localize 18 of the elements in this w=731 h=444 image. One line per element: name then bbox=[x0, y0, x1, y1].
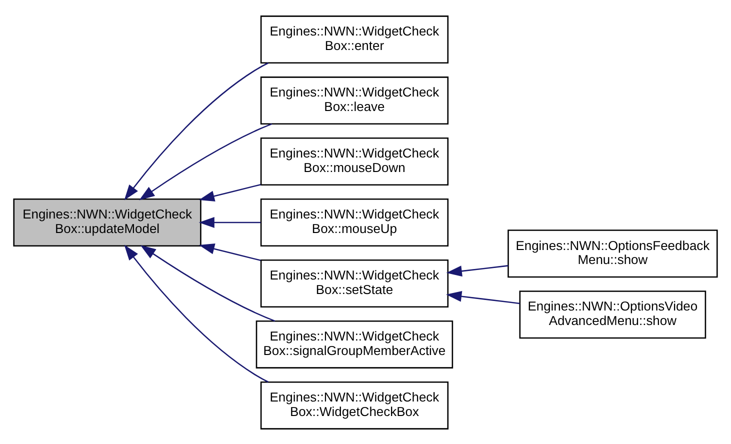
arrow bbox=[198, 216, 261, 228]
node-box: Engines::NWN::WidgetCheck Box::updateModel bbox=[13, 198, 202, 246]
node-box: Engines::NWN::OptionsFeedback Menu::show bbox=[508, 229, 718, 278]
arrow bbox=[446, 290, 520, 304]
node-box: Engines::NWN::OptionsVideo AdvancedMenu::show bbox=[519, 290, 706, 338]
node-box: Engines::NWN::WidgetCheck Box::signalGroupMemberActive bbox=[256, 320, 454, 368]
node-box: Engines::NWN::WidgetCheck Box::mouseDown bbox=[260, 137, 449, 186]
arrow bbox=[139, 122, 272, 200]
arrow bbox=[446, 264, 508, 276]
node-box: Engines::NWN::WidgetCheck Box::mouseUp bbox=[260, 198, 449, 246]
arrow bbox=[124, 244, 269, 382]
node-box: Engines::NWN::WidgetCheck Box::setState bbox=[260, 258, 449, 307]
arrow bbox=[198, 183, 261, 202]
arrow bbox=[198, 242, 261, 261]
node-box: Engines::NWN::WidgetCheck Box::leave bbox=[260, 76, 449, 124]
node-box: Engines::NWN::WidgetCheck Box::enter bbox=[260, 15, 449, 64]
node-box: Engines::NWN::WidgetCheck Box::WidgetCheckBox bbox=[260, 380, 449, 429]
arrow bbox=[124, 62, 269, 200]
